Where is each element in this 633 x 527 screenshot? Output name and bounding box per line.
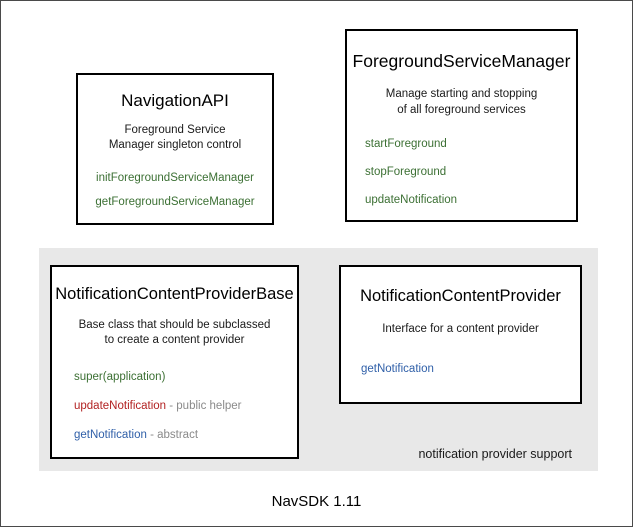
method-entry: updateNotification - public helper (74, 400, 297, 414)
class-description-notification-content-provider: Interface for a content provider (341, 322, 580, 338)
description-line: Manage starting and stopping (385, 88, 538, 101)
class-box-notification-content-provider: NotificationContentProvider Interface fo… (339, 265, 582, 404)
method-entry: getNotification (361, 363, 580, 377)
method-name: initForegroundServiceManager (96, 171, 254, 184)
description-line: Base class that should be subclassed (78, 318, 271, 331)
method-list-navigation-api: initForegroundServiceManager getForegrou… (78, 172, 272, 211)
footer-version-label: NavSDK 1.11 (271, 493, 362, 510)
class-box-navigation-api: NavigationAPI Foreground Service Manager… (76, 73, 274, 225)
class-box-foreground-service-manager: ForegroundServiceManager Manage starting… (345, 29, 578, 222)
method-name: stopForeground (365, 165, 447, 178)
method-entry: startForeground (365, 138, 576, 152)
method-name: getNotification (74, 428, 147, 441)
description-line: Interface for a content provider (382, 322, 539, 335)
class-description-notification-content-provider-base: Base class that should be subclassed to … (52, 318, 297, 349)
method-name: super(application) (74, 371, 166, 383)
method-entry: initForegroundServiceManager (78, 172, 272, 186)
method-name: updateNotification (74, 399, 167, 412)
method-name: getNotification (361, 363, 434, 376)
method-entry: updateNotification (365, 194, 576, 208)
method-name: getForegroundServiceManager (95, 196, 255, 209)
panel-label: notification provider support (418, 447, 572, 461)
description-line: Foreground Service (124, 123, 226, 136)
method-entry: getForegroundServiceManager (78, 196, 272, 210)
description-line: Manager singleton control (108, 139, 242, 152)
method-list-notification-content-provider-base: super(application) updateNotification - … (52, 371, 297, 442)
class-title-navigation-api: NavigationAPI (121, 91, 229, 110)
method-name: updateNotification (365, 193, 458, 206)
method-entry: stopForeground (365, 166, 576, 180)
method-list-foreground-service-manager: startForeground stopForeground updateNot… (347, 138, 576, 207)
class-title-notification-content-provider: NotificationContentProvider (360, 287, 561, 305)
method-list-notification-content-provider: getNotification (341, 363, 580, 377)
class-title-foreground-service-manager: ForegroundServiceManager (352, 51, 571, 71)
method-entry: super(application) (74, 371, 297, 385)
method-entry: getNotification - abstract (74, 429, 297, 443)
description-line: of all foreground services (397, 103, 526, 116)
method-note: - abstract (150, 428, 199, 441)
class-description-foreground-service-manager: Manage starting and stopping of all fore… (347, 87, 576, 118)
class-description-navigation-api: Foreground Service Manager singleton con… (78, 123, 272, 154)
method-name: startForeground (365, 138, 447, 151)
class-box-notification-content-provider-base: NotificationContentProviderBase Base cla… (50, 265, 299, 459)
class-title-notification-content-provider-base: NotificationContentProviderBase (55, 285, 294, 303)
description-line: to create a content provider (104, 334, 245, 347)
method-note: - public helper (169, 399, 242, 412)
